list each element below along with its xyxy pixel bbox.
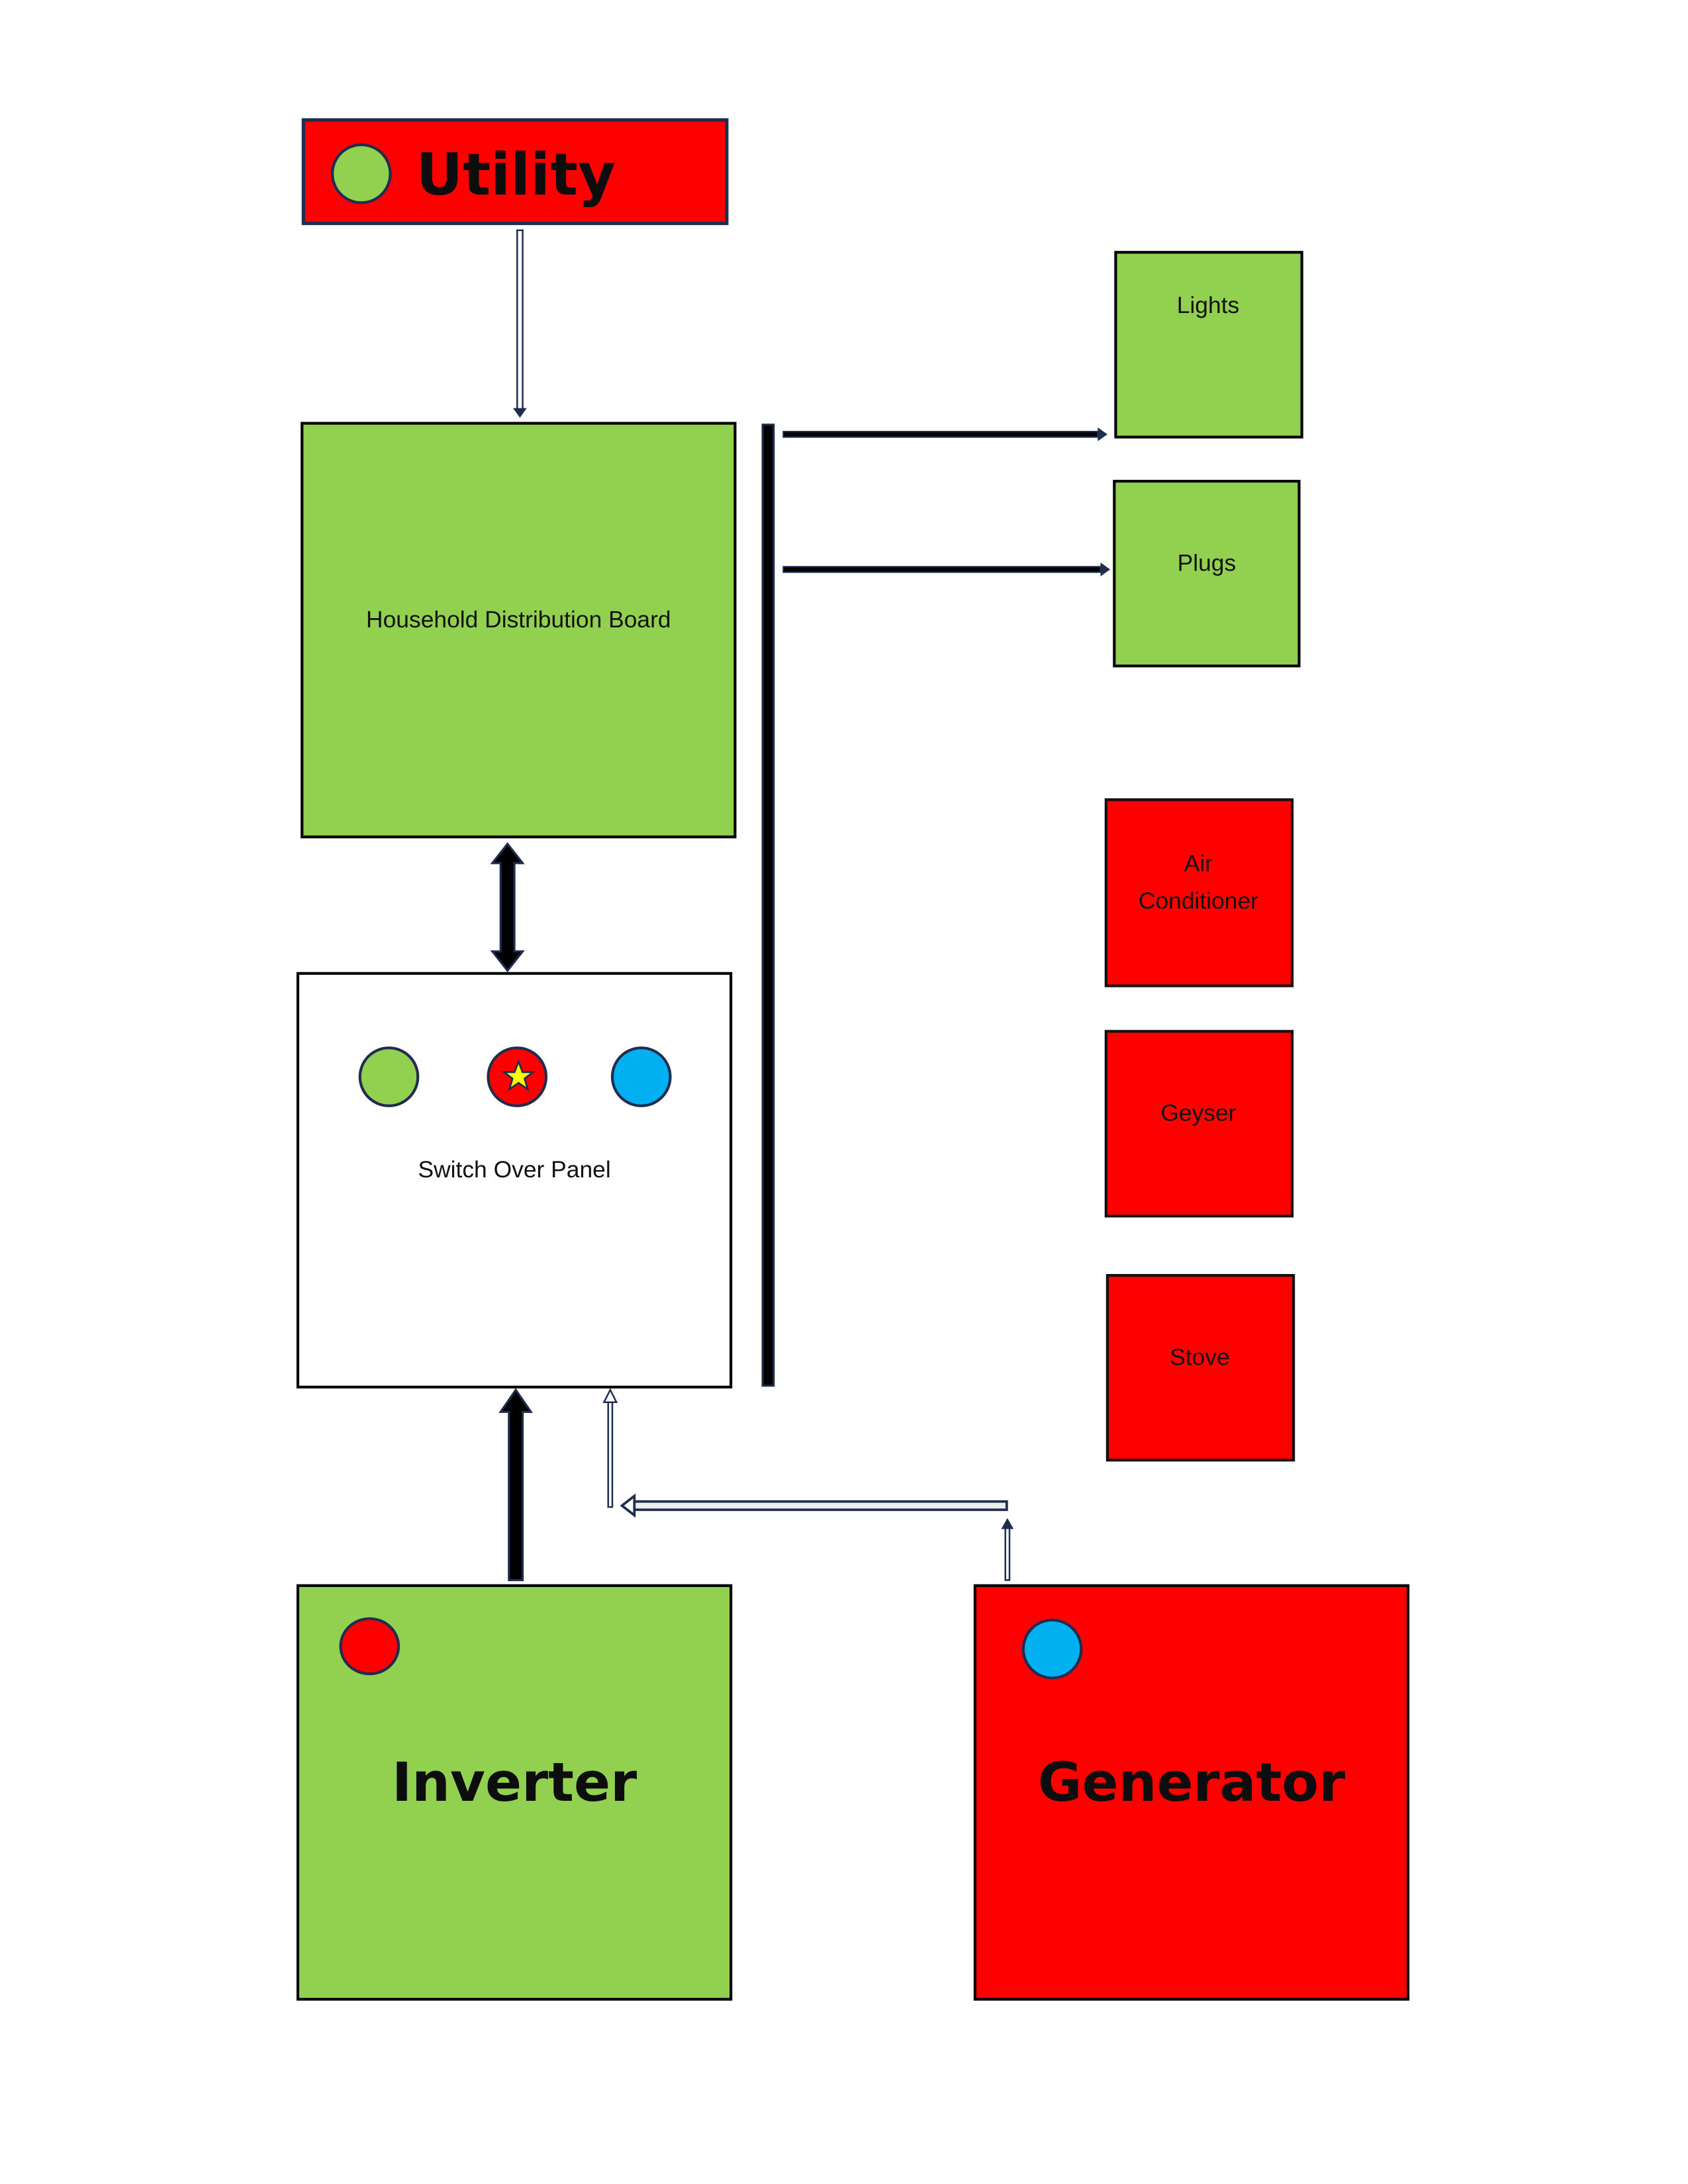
- inverter-label: Inverter: [392, 1752, 637, 1814]
- air-conditioner-label-line1: Air: [1184, 850, 1213, 877]
- utility-indicator-icon: [358, 1046, 420, 1107]
- utility-green-indicator-icon: [331, 143, 392, 205]
- generator-blue-indicator-icon: [1021, 1618, 1083, 1680]
- plugs-label: Plugs: [1178, 549, 1237, 576]
- inverter-source[interactable]: Inverter: [296, 1584, 733, 2001]
- load-plugs[interactable]: Plugs: [1113, 480, 1301, 668]
- board-panel-double-arrow: [490, 842, 525, 973]
- distribution-board-label: Household Distribution Board: [366, 606, 671, 633]
- bus-to-lights-arrow: [782, 427, 1107, 441]
- geyser-label: Geyser: [1160, 1100, 1236, 1126]
- air-conditioner-box[interactable]: [1104, 798, 1294, 987]
- active-star-icon: [501, 1059, 536, 1092]
- generator-to-panel-arrow: [602, 1388, 1014, 1581]
- inverter-to-panel-arrow: [498, 1388, 534, 1582]
- load-lights[interactable]: Lights: [1114, 251, 1303, 439]
- load-air-conditioner[interactable]: Air Conditioner: [1104, 798, 1294, 987]
- inverter-red-indicator-icon: [339, 1617, 400, 1676]
- generator-label: Generator: [1038, 1752, 1345, 1814]
- load-geyser[interactable]: Geyser: [1104, 1030, 1294, 1218]
- plugs-box[interactable]: [1113, 480, 1301, 668]
- utility-source[interactable]: Utility: [301, 118, 729, 226]
- bus-bar: [761, 424, 775, 1387]
- utility-to-board-arrow: [513, 229, 527, 418]
- lights-label: Lights: [1177, 292, 1239, 318]
- stove-box[interactable]: [1105, 1274, 1295, 1462]
- lights-box[interactable]: [1114, 251, 1303, 439]
- bus-to-plugs-arrow: [782, 563, 1111, 576]
- load-stove[interactable]: Stove: [1105, 1274, 1295, 1462]
- air-conditioner-label-line2: Conditioner: [1139, 887, 1258, 914]
- generator-indicator-icon: [610, 1046, 672, 1107]
- distribution-board-box[interactable]: [301, 422, 737, 839]
- utility-label: Utility: [416, 141, 616, 208]
- geyser-box[interactable]: [1104, 1030, 1294, 1218]
- switch-over-panel[interactable]: Switch Over Panel: [296, 972, 733, 1388]
- switch-over-panel-label: Switch Over Panel: [418, 1156, 610, 1183]
- stove-label: Stove: [1170, 1344, 1230, 1371]
- switch-over-panel-box[interactable]: [296, 972, 733, 1388]
- distribution-board[interactable]: Household Distribution Board: [301, 422, 737, 839]
- generator-source[interactable]: Generator: [973, 1584, 1410, 2001]
